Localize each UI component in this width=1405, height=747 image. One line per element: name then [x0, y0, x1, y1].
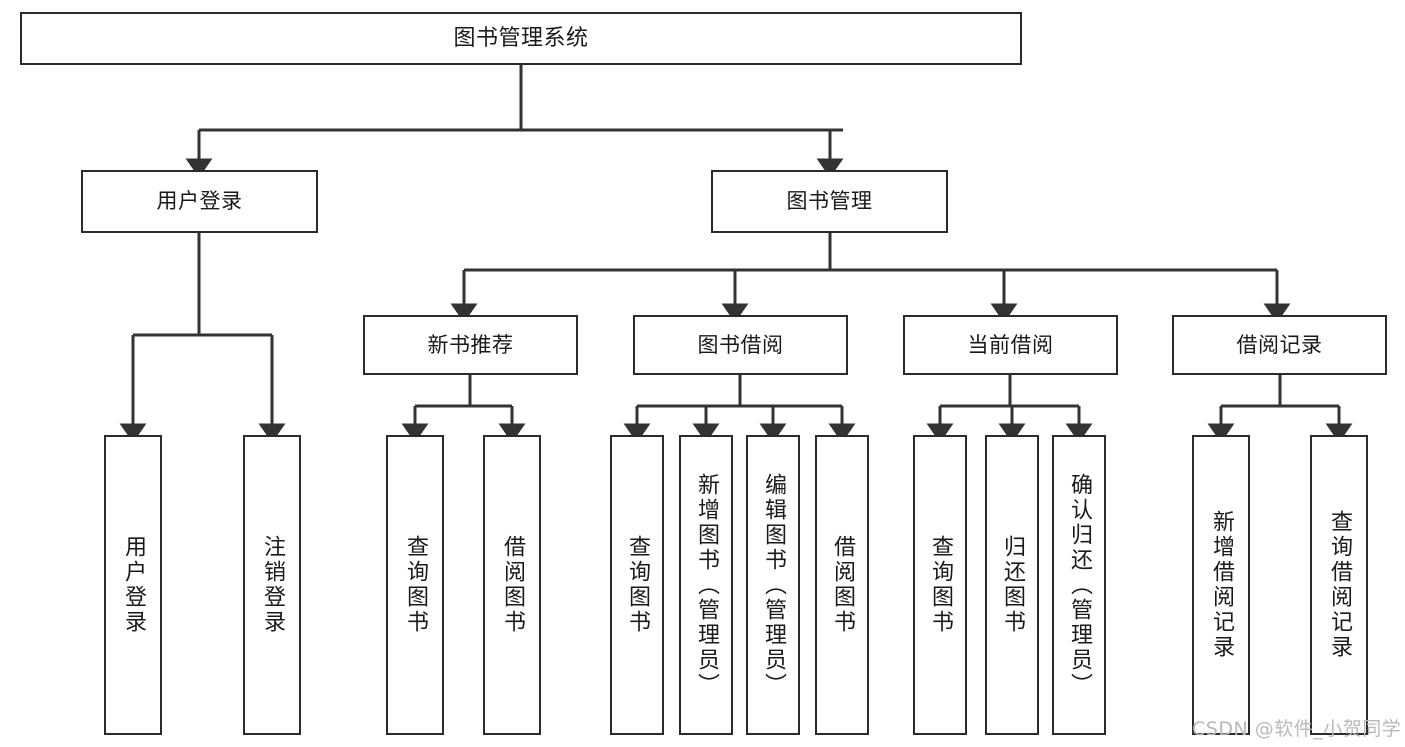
- node-leaf-borrow-book-new-label: 借阅图书: [500, 535, 525, 635]
- node-leaf-borrow-book[interactable]: 借阅图书: [815, 435, 869, 735]
- node-user-login-label: 用户登录: [156, 189, 243, 214]
- node-leaf-query-book-current[interactable]: 查询图书: [913, 435, 967, 735]
- node-leaf-borrow-book-new[interactable]: 借阅图书: [483, 435, 541, 735]
- node-borrow-record[interactable]: 借阅记录: [1172, 315, 1387, 375]
- node-leaf-query-book-borrow[interactable]: 查询图书: [610, 435, 664, 735]
- node-new-book-recommend[interactable]: 新书推荐: [363, 315, 578, 375]
- csdn-watermark: CSDN @软件_小贺同学: [1192, 718, 1402, 740]
- node-leaf-query-book-new[interactable]: 查询图书: [386, 435, 444, 735]
- node-leaf-user-logout-label: 注销登录: [260, 535, 285, 635]
- node-user-login[interactable]: 用户登录: [81, 170, 318, 233]
- node-leaf-add-book-admin-label: 新增图书（管理员）: [694, 472, 719, 698]
- node-book-manage[interactable]: 图书管理: [711, 170, 948, 233]
- node-book-borrow[interactable]: 图书借阅: [633, 315, 848, 375]
- node-leaf-edit-book-admin-label: 编辑图书（管理员）: [761, 472, 786, 698]
- node-leaf-user-login[interactable]: 用户登录: [104, 435, 162, 735]
- node-leaf-add-borrow-record-label: 新增借阅记录: [1209, 510, 1234, 660]
- node-root[interactable]: 图书管理系统: [20, 12, 1022, 65]
- node-leaf-return-book[interactable]: 归还图书: [985, 435, 1039, 735]
- node-book-manage-label: 图书管理: [786, 189, 873, 214]
- node-borrow-record-label: 借阅记录: [1236, 332, 1323, 357]
- node-leaf-edit-book-admin[interactable]: 编辑图书（管理员）: [746, 435, 800, 735]
- node-current-borrow-label: 当前借阅: [967, 332, 1054, 357]
- node-leaf-add-book-admin[interactable]: 新增图书（管理员）: [679, 435, 733, 735]
- node-leaf-confirm-return-admin[interactable]: 确认归还（管理员）: [1052, 435, 1106, 735]
- node-leaf-borrow-book-label: 借阅图书: [830, 535, 855, 635]
- node-leaf-query-borrow-record[interactable]: 查询借阅记录: [1310, 435, 1368, 735]
- node-leaf-query-borrow-record-label: 查询借阅记录: [1327, 510, 1352, 660]
- node-leaf-confirm-return-admin-label: 确认归还（管理员）: [1067, 472, 1092, 698]
- node-leaf-query-book-current-label: 查询图书: [928, 535, 953, 635]
- node-book-borrow-label: 图书借阅: [697, 332, 784, 357]
- node-root-label: 图书管理系统: [453, 25, 589, 51]
- node-leaf-add-borrow-record[interactable]: 新增借阅记录: [1192, 435, 1250, 735]
- node-new-book-recommend-label: 新书推荐: [427, 332, 514, 357]
- node-leaf-query-book-new-label: 查询图书: [403, 535, 428, 635]
- node-leaf-user-login-label: 用户登录: [121, 535, 146, 635]
- node-current-borrow[interactable]: 当前借阅: [903, 315, 1118, 375]
- node-leaf-return-book-label: 归还图书: [1000, 535, 1025, 635]
- node-leaf-query-book-borrow-label: 查询图书: [625, 535, 650, 635]
- node-leaf-user-logout[interactable]: 注销登录: [243, 435, 301, 735]
